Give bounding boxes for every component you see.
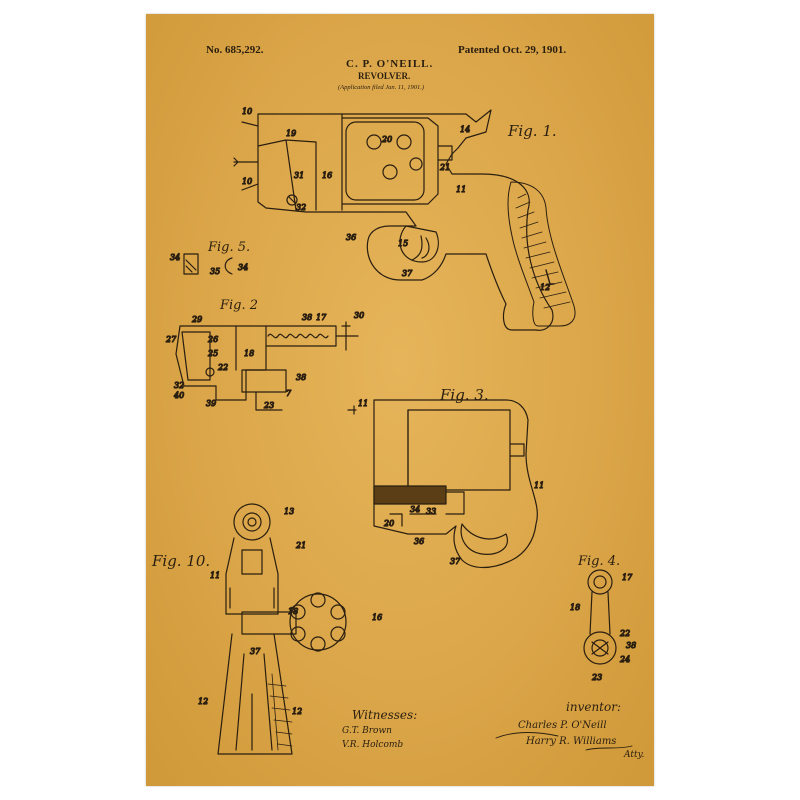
svg-text:32: 32: [296, 203, 306, 212]
svg-text:15: 15: [398, 239, 408, 248]
svg-text:18: 18: [570, 603, 580, 612]
svg-text:36: 36: [346, 233, 356, 242]
attorney-signature: Harry R. Williams: [526, 736, 617, 747]
invention-title: REVOLVER.: [358, 71, 411, 81]
inventor-signature: Charles P. O'Neill: [518, 720, 607, 731]
svg-text:33: 33: [426, 507, 436, 516]
svg-text:11: 11: [210, 571, 220, 580]
svg-text:39: 39: [206, 399, 216, 408]
svg-text:21: 21: [295, 541, 306, 550]
svg-text:34: 34: [410, 505, 420, 514]
svg-text:11: 11: [456, 185, 466, 194]
svg-text:26: 26: [207, 335, 218, 344]
svg-text:34: 34: [238, 263, 248, 272]
svg-text:34: 34: [170, 253, 180, 262]
svg-text:23: 23: [263, 401, 274, 410]
fig5-parts: 34 35 34: [169, 252, 248, 276]
svg-text:12: 12: [292, 707, 302, 716]
svg-text:37: 37: [250, 647, 261, 656]
svg-text:29: 29: [191, 315, 202, 324]
attorney-abbrev: Atty.: [624, 750, 645, 760]
svg-text:20: 20: [383, 519, 394, 528]
svg-text:19: 19: [286, 129, 296, 138]
svg-text:11: 11: [534, 481, 544, 490]
svg-text:37: 37: [450, 557, 461, 566]
svg-text:23: 23: [591, 673, 602, 682]
patent-number: No. 685,292.: [206, 44, 264, 56]
svg-text:18: 18: [244, 349, 254, 358]
svg-text:22: 22: [619, 629, 630, 638]
svg-text:35: 35: [210, 267, 220, 276]
svg-text:38: 38: [296, 373, 306, 382]
inventor-name-heading: C. P. O'NEILL.: [346, 58, 434, 70]
svg-text:16: 16: [372, 613, 382, 622]
patent-drawings: 19 10 10 31 16 32 20 21 14 11 36 15 37 1…: [164, 106, 637, 755]
svg-text:40: 40: [173, 391, 184, 400]
svg-text:24: 24: [619, 655, 630, 664]
fig10-label: Fig. 10.: [152, 552, 211, 570]
svg-text:7: 7: [286, 389, 292, 398]
svg-text:17: 17: [622, 573, 633, 582]
svg-text:16: 16: [322, 171, 332, 180]
revolver-side-view: 19 10 10 31 16 32 20 21 14 11 36 15 37 1…: [233, 106, 576, 331]
svg-text:36: 36: [414, 537, 424, 546]
svg-text:10: 10: [242, 177, 252, 186]
svg-text:25: 25: [207, 349, 218, 358]
svg-text:18: 18: [288, 607, 298, 616]
fig3-label: Fig. 3.: [440, 386, 489, 404]
fig10-rear-view: 13 21 11 18 16 37 12 12: [197, 503, 383, 755]
witness-signature-1: G.T. Brown: [342, 726, 392, 736]
svg-text:31: 31: [294, 171, 304, 180]
svg-text:37: 37: [402, 269, 413, 278]
fig1-label: Fig. 1.: [508, 122, 557, 140]
svg-text:21: 21: [439, 163, 450, 172]
fig4-link-piece: 17 18 22 38 24 23: [569, 569, 637, 683]
svg-text:11: 11: [358, 399, 368, 408]
witnesses-label: Witnesses:: [352, 708, 418, 722]
fig5-label: Fig. 5.: [208, 240, 251, 255]
fig2-section: 29 27 26 25 18 38 17 30 22 32 40 39 23 7…: [164, 310, 365, 411]
fig2-label: Fig. 2: [220, 298, 259, 313]
svg-text:32: 32: [174, 381, 184, 390]
svg-text:13: 13: [284, 507, 294, 516]
patent-date: Patented Oct. 29, 1901.: [458, 44, 567, 56]
svg-text:27: 27: [165, 335, 177, 344]
svg-text:38: 38: [626, 641, 636, 650]
svg-text:14: 14: [460, 125, 470, 134]
svg-text:17: 17: [316, 313, 327, 322]
svg-text:20: 20: [381, 135, 392, 144]
fig4-label: Fig. 4.: [578, 554, 621, 569]
svg-text:22: 22: [217, 363, 228, 372]
fig3-frame-section: 11 20 34 33 36 37 11: [347, 398, 545, 569]
svg-text:12: 12: [540, 283, 550, 292]
svg-text:10: 10: [242, 107, 252, 116]
application-note: (Application filed Jan. 11, 1901.): [338, 84, 424, 91]
svg-text:12: 12: [198, 697, 208, 706]
inventor-label: inventor:: [566, 700, 622, 714]
svg-text:30: 30: [354, 311, 364, 320]
patent-sheet: No. 685,292. Patented Oct. 29, 1901. C. …: [146, 14, 654, 786]
witness-signature-2: V.R. Holcomb: [342, 740, 404, 750]
svg-text:38: 38: [302, 313, 312, 322]
